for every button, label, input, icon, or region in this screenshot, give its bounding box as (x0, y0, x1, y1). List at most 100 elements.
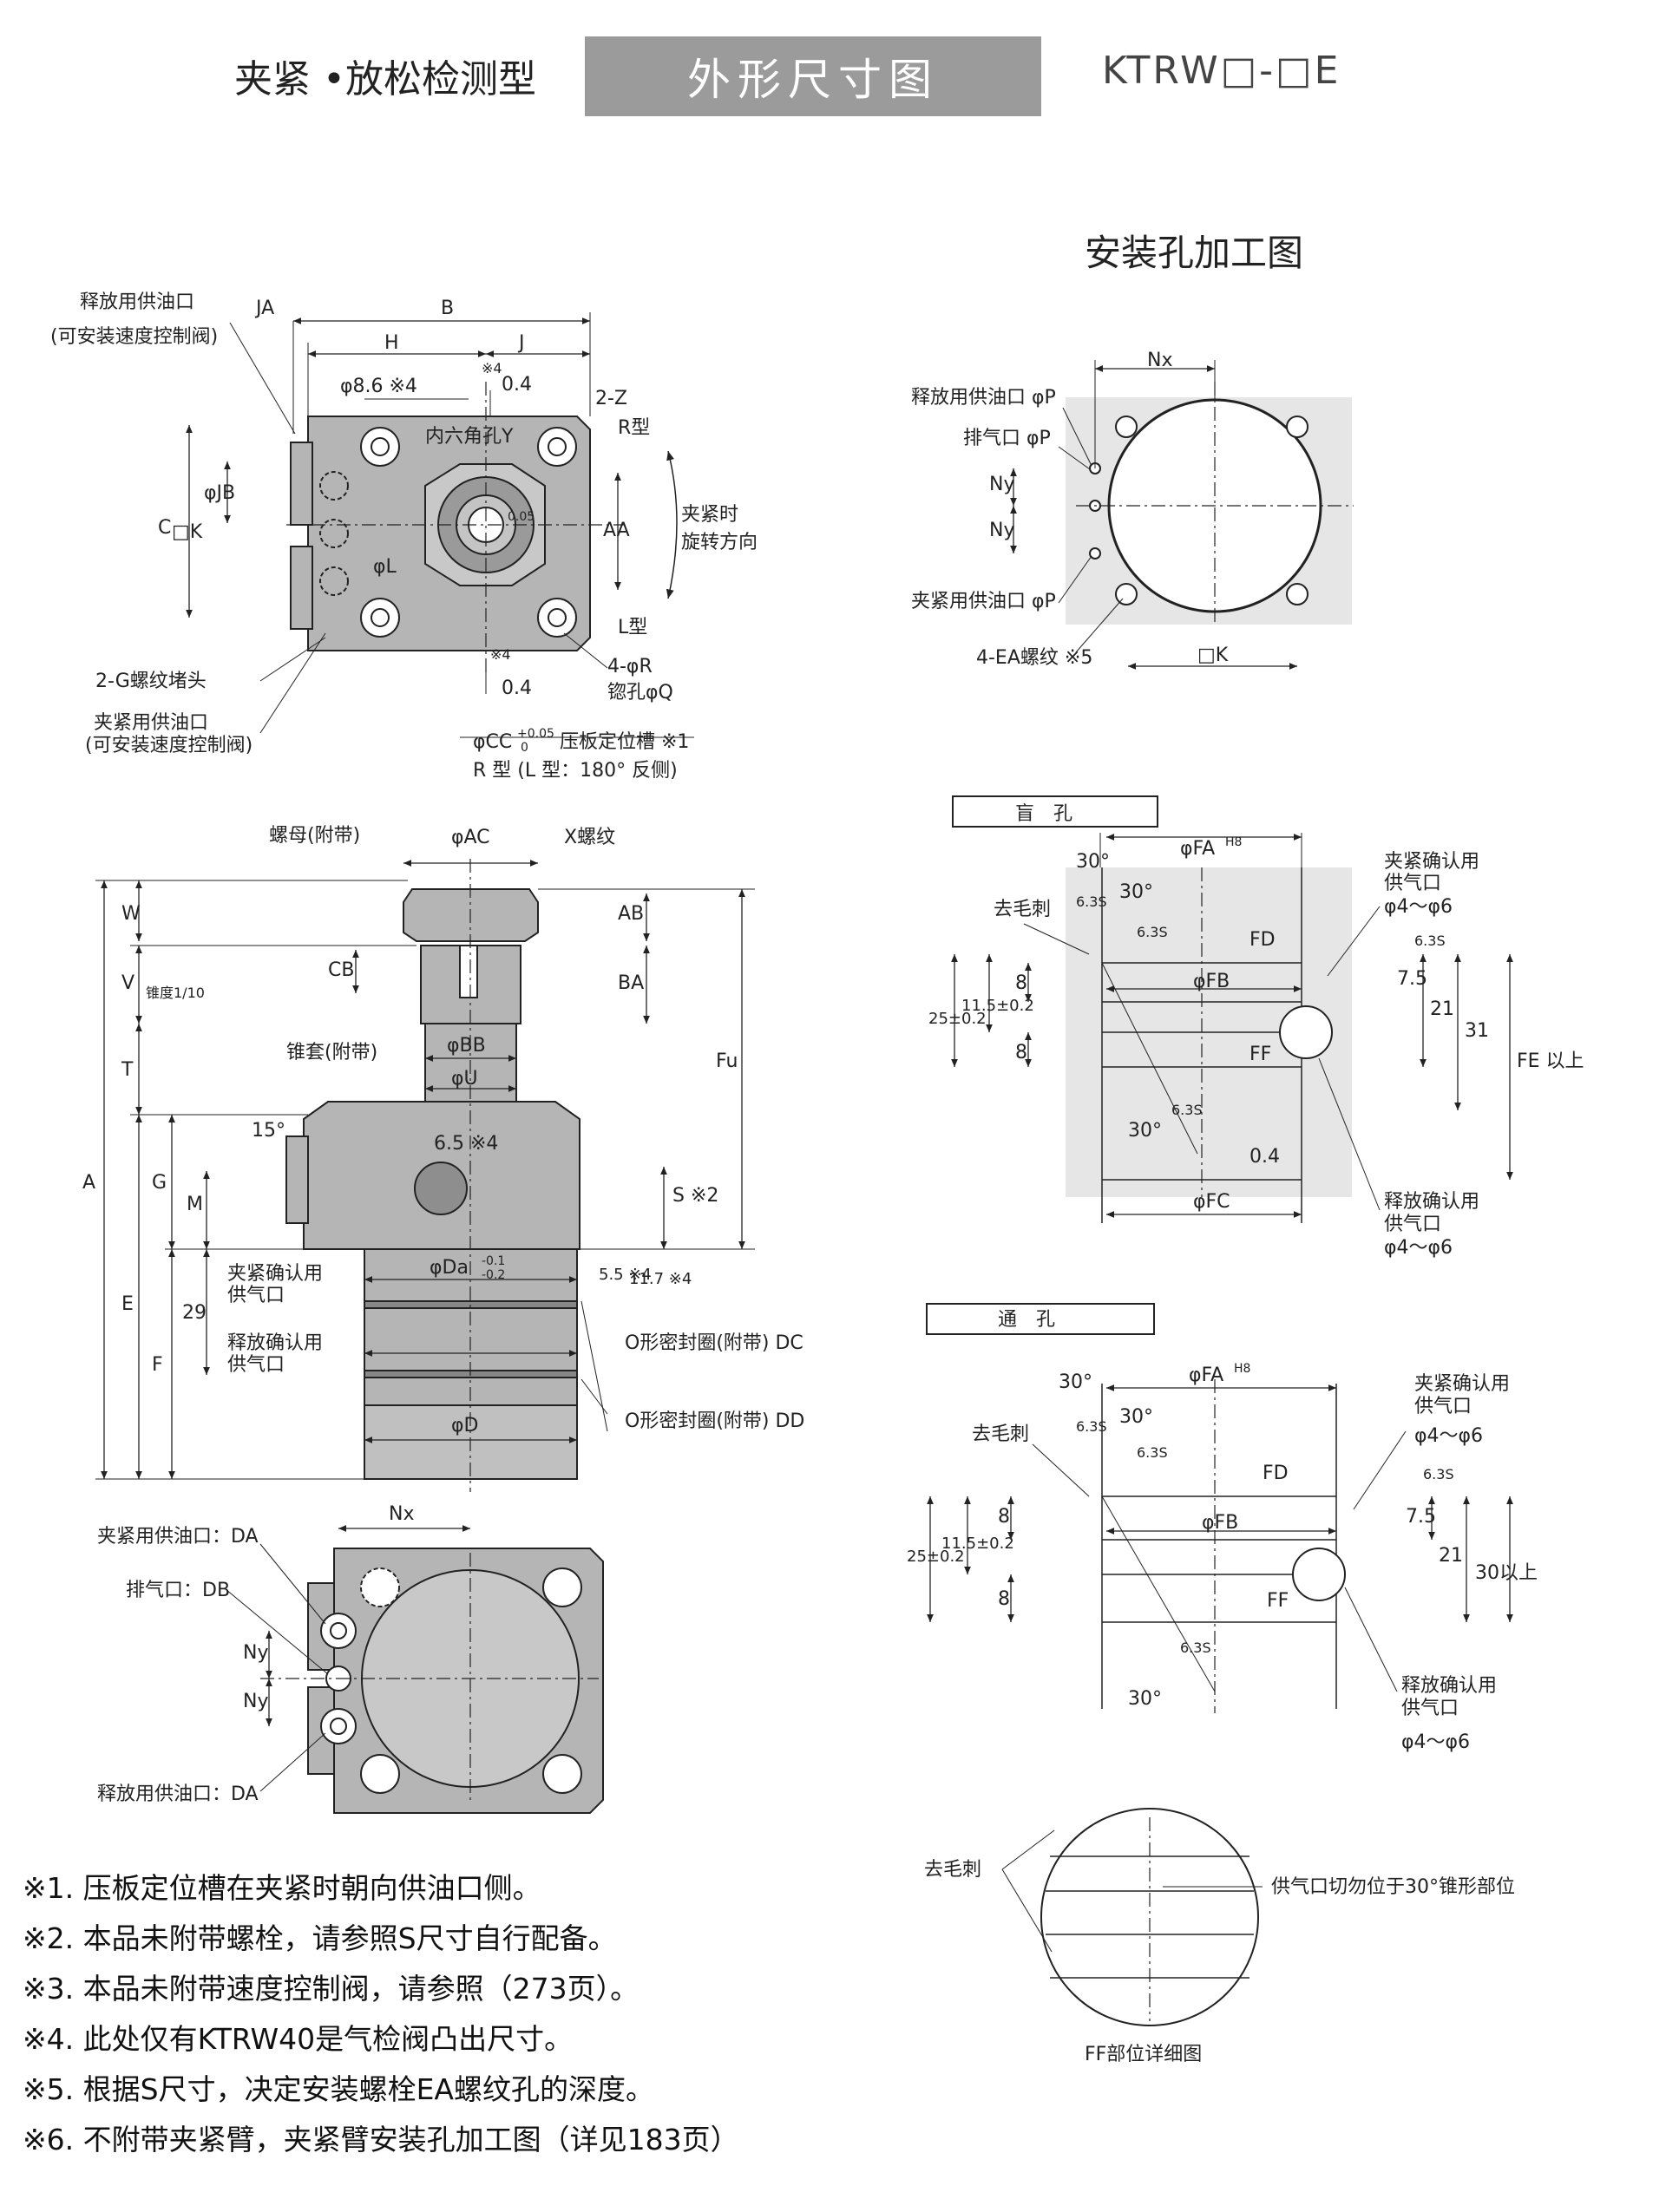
mv-label-3: Ny (989, 474, 1014, 495)
tv-label-29: +0.05 (517, 727, 554, 741)
sv-label-4: AB (618, 903, 644, 925)
mv-label-4: Ny (989, 520, 1014, 541)
th-label-15: 8 (998, 1506, 1010, 1528)
tv-label-27: (可安装速度控制阀) (85, 735, 253, 756)
note-6: ※6. 不附带夹紧臂，夹紧臂安装孔加工图（详见183页） (23, 2123, 739, 2156)
bh-label-3: 30° (1119, 881, 1153, 903)
bv-label-1: 夹紧用供油口：DA (97, 1526, 259, 1548)
sv-label-16: A (82, 1172, 95, 1194)
mv-label-5: 夹紧用供油口 φP (911, 591, 1056, 612)
sv-label-6: BA (618, 972, 644, 994)
mv-label-1: 释放用供油口 φP (911, 387, 1056, 409)
tv-label-1: (可安装速度控制阀) (50, 326, 218, 348)
th-label-13: 25±0.2 (907, 1548, 965, 1566)
sv-label-20: 5.5 ※4 (599, 1266, 652, 1284)
mv-label-6: 4-EA螺纹 ※5 (976, 647, 1092, 669)
tv-label-28: φCC (473, 731, 512, 753)
bv-label-4: Ny (243, 1691, 268, 1712)
sv-label-5: CB (328, 959, 354, 981)
tv-label-9: 2-Z (595, 388, 627, 409)
ff-label-2: FF部位详细图 (1085, 2044, 1202, 2065)
th-label-20: FF (1267, 1590, 1289, 1612)
tv-label-18: 0.05 (508, 510, 535, 524)
tv-label-3: B (441, 298, 454, 319)
mount-title: 安装孔加工图 (1085, 232, 1304, 274)
tv-label-7: ※4 (482, 360, 502, 376)
sv-label-31: O形密封圈(附带) DC (625, 1332, 803, 1354)
tv-label-5: J (517, 332, 525, 354)
tv-label-6: φ8.6 ※4 (340, 376, 417, 397)
tv-label-11: 内六角孔Y (425, 426, 514, 448)
th-label-24: 供气口 (1401, 1698, 1459, 1719)
tv-label-0: 释放用供油口 (80, 291, 194, 313)
bh-label-5: 6.3S (1137, 924, 1168, 940)
top-view (186, 312, 694, 738)
tv-label-21: ※4 (490, 646, 511, 663)
bh-label-13: 25±0.2 (928, 1010, 987, 1028)
sv-label-28: E (121, 1293, 134, 1315)
bh-label-0: 30° (1076, 851, 1110, 873)
sv-label-17: G (152, 1172, 167, 1194)
th-label-5: 6.3S (1137, 1444, 1168, 1461)
tv-label-20: L型 (618, 617, 647, 638)
note-5: ※5. 根据S尺寸，决定安装螺栓EA螺纹孔的深度。 (23, 2072, 654, 2106)
sv-label-8: 锥度1/10 (146, 985, 205, 1001)
bh-label-18: 31 (1465, 1020, 1489, 1042)
sv-label-10: φBB (447, 1035, 486, 1057)
bv-label-2: 排气口：DB (126, 1580, 230, 1601)
tv-label-24: 锪孔φQ (607, 682, 673, 704)
tv-label-23: 4-φR (607, 656, 653, 677)
tv-label-15: AA (603, 520, 630, 541)
bv-label-3: Ny (243, 1642, 268, 1664)
bh-label-1: φFA (1180, 838, 1215, 860)
th-label-14: 11.5±0.2 (941, 1535, 1014, 1553)
bh-label-26: 释放确认用 (1384, 1191, 1479, 1213)
sv-label-9: 锥套(附带) (286, 1042, 377, 1063)
sv-label-34: φD (451, 1415, 478, 1436)
bh-label-8: 供气口 (1384, 873, 1441, 894)
tv-label-16: 夹紧时 (681, 504, 738, 526)
mv-label-0: Nx (1147, 350, 1172, 371)
tv-label-8: 0.4 (502, 374, 532, 396)
bh-label-4: 6.3S (1076, 893, 1107, 910)
bh-label-22: 6.3S (1171, 1102, 1203, 1118)
bh-label-2: H8 (1225, 835, 1242, 849)
header-category: 夹紧 •放松检测型 (234, 57, 536, 101)
th-label-10: FD (1263, 1463, 1289, 1484)
sv-label-7: V (121, 972, 134, 994)
sv-label-26: 供气口 (227, 1285, 285, 1306)
th-label-23: 释放确认用 (1401, 1675, 1497, 1697)
th-label-22: 30° (1128, 1688, 1162, 1710)
bh-label-21: FE 以上 (1517, 1050, 1584, 1072)
bh-label-27: 供气口 (1384, 1214, 1441, 1235)
sv-label-12: φU (451, 1068, 478, 1090)
bh-label-20: FF (1250, 1044, 1271, 1065)
sv-label-24: -0.2 (482, 1268, 505, 1282)
bv-label-0: Nx (389, 1503, 414, 1525)
notes-list: ※1. 压板定位槽在夹紧时朝向供油口侧。 ※2. 本品未附带螺栓，请参照S尺寸自… (23, 1863, 739, 2165)
sv-label-27: 29 (182, 1302, 207, 1324)
sv-label-0: 螺母(附带) (269, 825, 360, 847)
sv-label-11: T (121, 1059, 134, 1081)
bh-label-10: FD (1250, 929, 1276, 951)
sv-label-15: 6.5 ※4 (434, 1133, 498, 1155)
sv-label-23: -0.1 (482, 1254, 505, 1268)
bv-label-5: 释放用供油口：DA (97, 1783, 259, 1805)
bh-label-17: 21 (1430, 998, 1454, 1020)
bh-label-28: φ4～φ6 (1384, 1237, 1453, 1259)
bh-label-16: φFB (1193, 971, 1230, 992)
bottom-view (225, 1525, 604, 1814)
mount-view (1010, 360, 1354, 670)
bh-label-25: φFC (1193, 1191, 1230, 1213)
note-3: ※3. 本品未附带速度控制阀，请参照（273页）。 (23, 1972, 640, 2006)
th-label-1: φFA (1189, 1365, 1223, 1386)
sv-label-29: 释放确认用 (227, 1332, 323, 1354)
ff-detail-view (1001, 1808, 1263, 2026)
bh-label-24: 0.4 (1250, 1146, 1280, 1168)
th-label-25: φ4～φ6 (1401, 1731, 1470, 1753)
sv-label-2: X螺纹 (564, 827, 615, 848)
tv-label-4: H (384, 332, 399, 354)
sv-label-19: S ※2 (672, 1185, 718, 1207)
tv-label-26: 夹紧用供油口 (94, 712, 208, 734)
